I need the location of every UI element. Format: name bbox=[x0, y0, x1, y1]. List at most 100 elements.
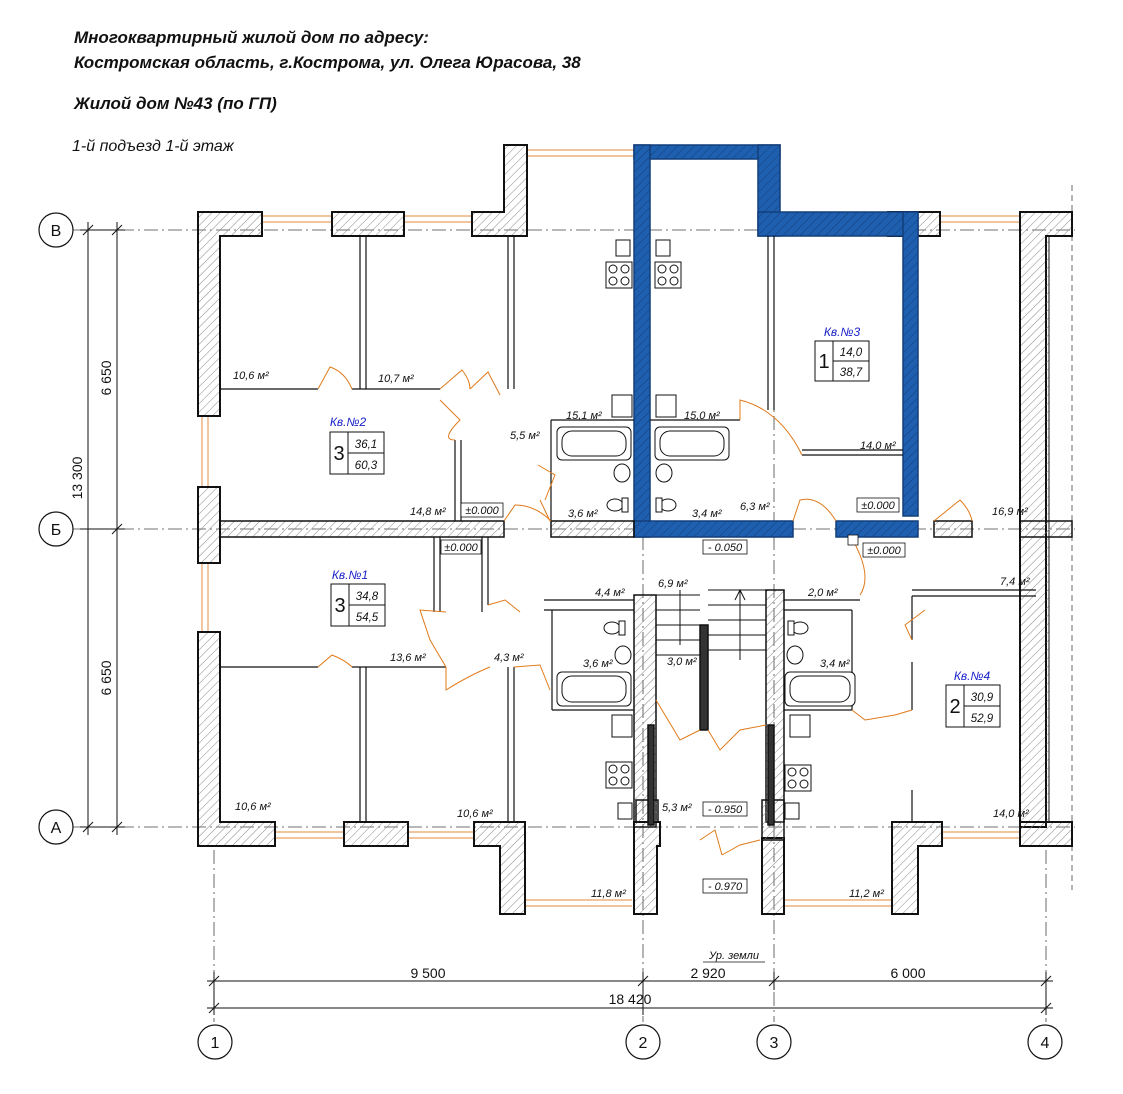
apartment-label-kv3: Кв.№3 1 14,0 38,7 bbox=[814, 325, 870, 382]
apartment-room-count: 1 bbox=[818, 351, 829, 373]
room-area: 2,0 м² bbox=[807, 587, 838, 599]
level-mark: - 0.970 bbox=[708, 881, 743, 893]
apartment-living-area: 30,9 bbox=[971, 692, 994, 704]
bathtub bbox=[654, 426, 730, 461]
room-area: 10,6 м² bbox=[233, 370, 269, 382]
level-mark: ±0.000 bbox=[444, 542, 478, 554]
bathtub bbox=[784, 671, 856, 707]
vertical-dimensions bbox=[80, 222, 125, 835]
partitions bbox=[220, 236, 1036, 822]
apartment-label-kv1: Кв.№1 3 34,8 54,5 bbox=[330, 568, 386, 627]
stairs bbox=[656, 588, 766, 660]
bathtub bbox=[556, 426, 632, 461]
axis-label-v: В bbox=[51, 223, 62, 240]
axis-label-4: 4 bbox=[1041, 1035, 1050, 1052]
header-address-line: Многоквартирный жилой дом по адресу: bbox=[74, 28, 429, 47]
apartment-name: Кв.№1 bbox=[332, 568, 368, 582]
axis-label-3: 3 bbox=[770, 1035, 779, 1052]
exterior-walls bbox=[197, 144, 1073, 915]
apartment-room-count: 2 bbox=[949, 696, 960, 718]
apartment-label-kv4: Кв.№4 2 30,9 52,9 bbox=[945, 669, 1001, 728]
room-area: 6,3 м² bbox=[740, 501, 770, 513]
bathtubs bbox=[556, 426, 856, 707]
door-swings bbox=[317, 366, 973, 856]
room-area: 4,4 м² bbox=[595, 587, 625, 599]
level-mark: - 0.050 bbox=[708, 542, 743, 554]
room-area: 3,4 м² bbox=[820, 658, 850, 670]
room-areas: 10,6 м² 10,7 м² 5,5 м² 15,1 м² 15,0 м² 1… bbox=[233, 370, 1030, 900]
room-area: 6,9 м² bbox=[658, 578, 688, 590]
room-area: 14,0 м² bbox=[993, 808, 1029, 820]
ground-level-mark: Ур. земли bbox=[708, 950, 759, 962]
dimension-span-1-2: 9 500 bbox=[410, 965, 445, 981]
room-area: 11,2 м² bbox=[849, 888, 884, 900]
apartment-room-count: 3 bbox=[333, 443, 344, 465]
axis-lines bbox=[72, 200, 1075, 1022]
axis-label-2: 2 bbox=[639, 1035, 648, 1052]
axis-bubble-4 bbox=[1027, 1024, 1063, 1060]
interior-walls bbox=[219, 520, 1073, 841]
room-area: 7,4 м² bbox=[1000, 576, 1030, 588]
apartment-total-area: 54,5 bbox=[356, 612, 379, 624]
washing-machines bbox=[611, 394, 811, 738]
apartment-living-area: 14,0 bbox=[840, 347, 863, 359]
header-floor-label: 1-й подъезд 1-й этаж bbox=[72, 138, 234, 155]
axis-bubble-2 bbox=[625, 1024, 661, 1060]
room-area: 5,3 м² bbox=[662, 802, 692, 814]
axis-label-b: Б bbox=[51, 522, 62, 539]
dimension-vertical-lower: 6 650 bbox=[98, 660, 114, 695]
axis-bubble-b bbox=[38, 511, 74, 547]
room-area: 16,9 м² bbox=[992, 506, 1028, 518]
room-area: 15,1 м² bbox=[566, 410, 602, 422]
header-address-line-2: Костромская область, г.Кострома, ул. Оле… bbox=[74, 53, 581, 72]
level-mark: ±0.000 bbox=[861, 500, 895, 512]
level-mark: ±0.000 bbox=[867, 545, 901, 557]
room-area: 4,3 м² bbox=[494, 652, 524, 664]
level-mark: - 0.950 bbox=[708, 804, 743, 816]
sinks bbox=[615, 239, 800, 820]
axis-bubble-v bbox=[38, 212, 74, 248]
room-area: 3,0 м² bbox=[667, 656, 697, 668]
apartment-name: Кв.№2 bbox=[330, 415, 367, 429]
room-area: 13,6 м² bbox=[390, 652, 426, 664]
room-area: 15,0 м² bbox=[684, 410, 720, 422]
dimension-total-width: 18 420 bbox=[609, 991, 652, 1007]
apartment-name: Кв.№4 bbox=[954, 669, 991, 683]
column-axis-bubbles: 1 2 3 4 bbox=[197, 1024, 1063, 1060]
axis-bubble-3 bbox=[756, 1024, 792, 1060]
level-mark: ±0.000 bbox=[465, 505, 499, 517]
room-area: 3,6 м² bbox=[568, 508, 598, 520]
header-building-number: Жилой дом №43 (по ГП) bbox=[74, 94, 277, 113]
axis-bubble-1 bbox=[197, 1024, 233, 1060]
apartment-name: Кв.№3 bbox=[824, 325, 861, 339]
apartment-total-area: 38,7 bbox=[840, 367, 863, 379]
room-area: 3,4 м² bbox=[692, 508, 722, 520]
apartment-living-area: 34,8 bbox=[356, 591, 379, 603]
axis-label-a: А bbox=[51, 820, 62, 837]
room-area: 10,6 м² bbox=[235, 801, 271, 813]
highlighted-wall-boundary bbox=[633, 144, 919, 538]
dimension-vertical-upper: 6 650 bbox=[98, 360, 114, 395]
dimension-vertical-total: 13 300 bbox=[69, 456, 85, 499]
apartment-total-area: 52,9 bbox=[971, 713, 994, 725]
bathtub bbox=[556, 671, 632, 707]
room-area: 3,6 м² bbox=[583, 658, 613, 670]
room-area: 14,8 м² bbox=[410, 506, 446, 518]
windows bbox=[201, 149, 1020, 907]
apartment-label-kv2: Кв.№2 3 36,1 60,3 bbox=[329, 415, 385, 475]
dimension-span-2-3: 2 920 bbox=[690, 965, 725, 981]
apartment-living-area: 36,1 bbox=[355, 439, 377, 451]
axis-label-1: 1 bbox=[211, 1035, 220, 1052]
room-area: 14,0 м² bbox=[860, 440, 896, 452]
room-area: 5,5 м² bbox=[510, 430, 540, 442]
room-area: 10,7 м² bbox=[378, 373, 414, 385]
dimension-span-3-4: 6 000 bbox=[890, 965, 925, 981]
room-area: 10,6 м² bbox=[457, 808, 493, 820]
row-axis-bubbles: В Б А bbox=[38, 212, 74, 845]
toilets bbox=[603, 463, 809, 665]
apartment-total-area: 60,3 bbox=[355, 460, 378, 472]
level-marks: ±0.000 ±0.000 ±0.000 ±0.000 - 0.050 - 0.… bbox=[440, 497, 906, 963]
room-area: 11,8 м² bbox=[591, 888, 626, 900]
axis-bubble-a bbox=[38, 809, 74, 845]
